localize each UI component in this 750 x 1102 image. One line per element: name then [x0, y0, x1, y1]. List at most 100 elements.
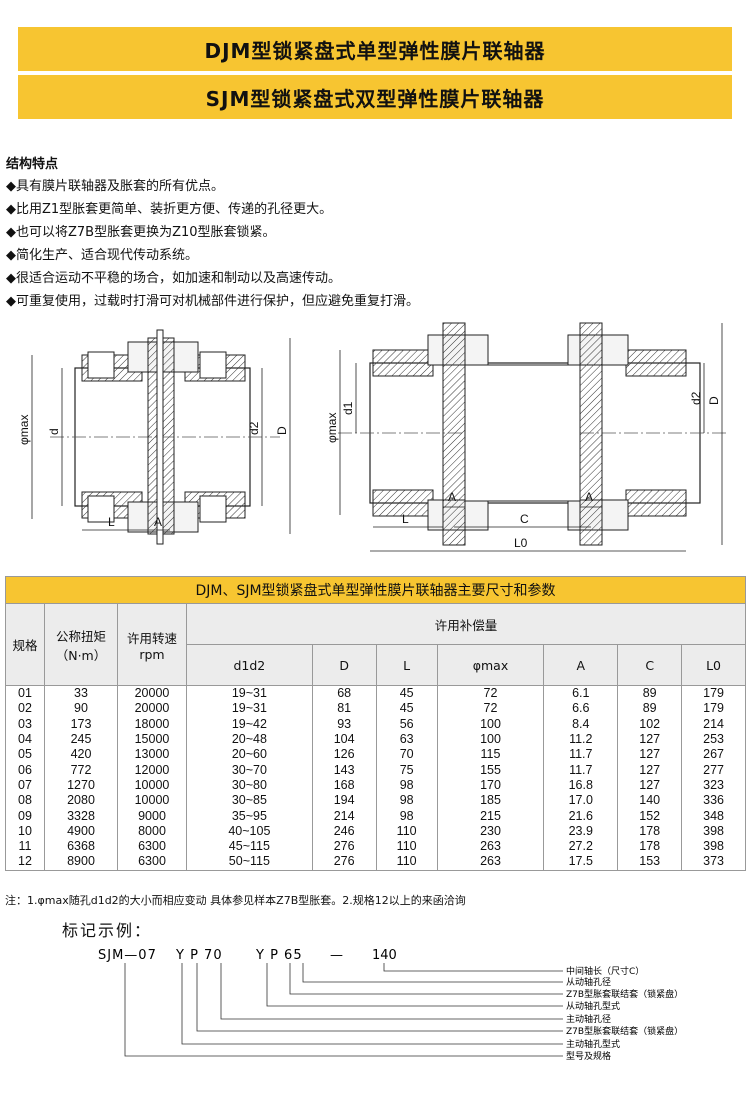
table-cell: 155 — [436, 762, 545, 778]
table-cell: 153 — [617, 854, 683, 871]
table-cell: 01 — [5, 685, 45, 702]
table-cell: 17.0 — [543, 793, 619, 809]
table-cell: 11 — [5, 838, 45, 855]
table-cell: 246 — [311, 823, 377, 839]
table-cell: 45 — [375, 701, 438, 717]
table-cell: 253 — [681, 731, 746, 748]
table-cell: 11.7 — [543, 762, 619, 778]
dim-A-left: A — [154, 515, 162, 529]
table-cell: 4900 — [44, 823, 118, 839]
feature-item: ◆简化生产、适合现代传动系统。 — [6, 248, 198, 263]
table-cell: 07 — [5, 777, 45, 794]
table-cell: 127 — [617, 731, 683, 748]
table-cell: 03 — [5, 716, 45, 732]
dim-d1-right: d1 — [341, 401, 355, 415]
title-djm: DJM型锁紧盘式单型弹性膜片联轴器 — [204, 38, 546, 63]
table-cell: 50~115 — [186, 854, 313, 871]
header-d1d2: d1d2 — [186, 644, 313, 686]
table-cell: 6.1 — [543, 685, 619, 702]
table-cell: 10000 — [117, 793, 187, 809]
table-cell: 98 — [375, 777, 438, 794]
header-torque-unit: （N·m） — [55, 647, 107, 663]
table-cell: 3328 — [44, 808, 118, 824]
table-cell: 179 — [681, 701, 746, 717]
marking-label: Z7B型胀套联结套（锁紧盘） — [566, 1025, 683, 1037]
marking-label: 从动轴孔型式 — [566, 1000, 620, 1012]
table-cell: 09 — [5, 808, 45, 824]
table-cell: 98 — [375, 808, 438, 824]
table-cell: 263 — [436, 854, 545, 871]
table-cell: 90 — [44, 701, 118, 717]
header-C: C — [617, 644, 683, 686]
spec-table: DJM、SJM型锁紧盘式单型弹性膜片联轴器主要尺寸和参数 规格 公称扭矩 （N·… — [5, 576, 746, 871]
table-cell: 263 — [436, 838, 545, 855]
table-cell: 178 — [617, 838, 683, 855]
table-cell: 126 — [311, 747, 377, 763]
table-cell: 140 — [617, 793, 683, 809]
table-caption: DJM、SJM型锁紧盘式单型弹性膜片联轴器主要尺寸和参数 — [5, 576, 746, 604]
code-length: 140 — [372, 948, 397, 963]
table-cell: 420 — [44, 747, 118, 763]
table-cell: 20000 — [117, 685, 187, 702]
table-cell: 93 — [311, 716, 377, 732]
table-cell: 45~115 — [186, 838, 313, 855]
table-cell: 19~31 — [186, 701, 313, 717]
table-cell: 10000 — [117, 777, 187, 794]
header-A: A — [543, 644, 619, 686]
table-note: 注：1.φmax随孔d1d2的大小而相应变动 具体参见样本Z7B型胀套。2.规格… — [5, 894, 466, 907]
table-cell: 30~85 — [186, 793, 313, 809]
table-cell: 8.4 — [543, 716, 619, 732]
dim-phimax-left: φmax — [17, 415, 31, 445]
table-cell: 110 — [375, 838, 438, 855]
table-cell: 72 — [436, 685, 545, 702]
table-cell: 6300 — [117, 838, 187, 855]
header-L0: L0 — [681, 644, 746, 686]
table-cell: 398 — [681, 838, 746, 855]
table-cell: 12000 — [117, 762, 187, 778]
table-cell: 2080 — [44, 793, 118, 809]
table-cell: 276 — [311, 854, 377, 871]
header-torque: 公称扭矩 （N·m） — [44, 603, 118, 686]
table-cell: 40~105 — [186, 823, 313, 839]
code-driver: Y P 70 — [175, 948, 223, 963]
marking-label: Z7B型胀套联结套（锁紧盘） — [566, 988, 683, 1000]
dim-D-right: D — [707, 396, 721, 405]
table-cell: 11.7 — [543, 747, 619, 763]
marking-title: 标记示例： — [62, 921, 153, 940]
table-cell: 08 — [5, 793, 45, 809]
table-cell: 152 — [617, 808, 683, 824]
table-cell: 75 — [375, 762, 438, 778]
table-cell: 173 — [44, 716, 118, 732]
table-cell: 168 — [311, 777, 377, 794]
table-cell: 110 — [375, 854, 438, 871]
table-cell: 104 — [311, 731, 377, 748]
watermark-logo: XINDE — [647, 0, 703, 24]
table-cell: 194 — [311, 793, 377, 809]
features-title: 结构特点 — [6, 157, 59, 172]
table-cell: 06 — [5, 762, 45, 778]
table-cell: 10 — [5, 823, 45, 839]
table-cell: 9000 — [117, 808, 187, 824]
code-driven: Y P 65 — [255, 948, 303, 963]
table-cell: 11.2 — [543, 731, 619, 748]
table-cell: 35~95 — [186, 808, 313, 824]
header-model: 规格 — [5, 603, 45, 686]
table-cell: 05 — [5, 747, 45, 763]
table-cell: 23.9 — [543, 823, 619, 839]
table-cell: 33 — [44, 685, 118, 702]
table-cell: 127 — [617, 777, 683, 794]
marking-label: 型号及规格 — [566, 1050, 611, 1062]
header-D: D — [311, 644, 377, 686]
table-cell: 02 — [5, 701, 45, 717]
table-cell: 230 — [436, 823, 545, 839]
dim-D-left: D — [275, 426, 289, 435]
feature-item: ◆也可以将Z7B型胀套更换为Z10型胀套锁紧。 — [6, 225, 276, 240]
table-cell: 56 — [375, 716, 438, 732]
table-cell: 6.6 — [543, 701, 619, 717]
